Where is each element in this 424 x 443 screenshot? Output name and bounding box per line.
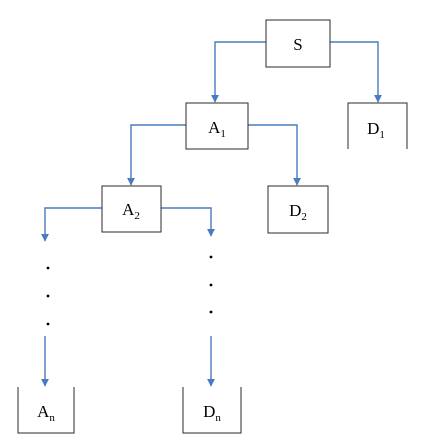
node-a2-label: A2 xyxy=(122,200,140,222)
node-s: S xyxy=(265,19,331,68)
node-a2: A2 xyxy=(101,185,162,233)
ellipsis-dots-left xyxy=(46,266,50,326)
node-dn: Dn xyxy=(182,387,242,434)
node-d2-label: D2 xyxy=(289,201,307,223)
connector-s-to-d1 xyxy=(330,41,382,103)
connector-s-to-a1 xyxy=(211,41,266,103)
connector-a1-to-d2 xyxy=(248,124,301,186)
connector-a2-to-a-branch xyxy=(41,207,102,242)
node-s-label: S xyxy=(293,35,302,54)
node-an-label: An xyxy=(37,402,55,424)
node-d2: D2 xyxy=(267,185,329,234)
connectors xyxy=(41,41,382,387)
node-a1: A1 xyxy=(185,102,249,150)
node-dn-label: Dn xyxy=(203,402,221,424)
node-a1-label: A1 xyxy=(208,118,226,140)
node-d1: D1 xyxy=(347,102,408,149)
connector-a1-to-a2 xyxy=(127,124,186,186)
connector-a2-to-d-branch xyxy=(161,207,215,237)
node-d1-label: D1 xyxy=(367,119,385,141)
ellipsis-dots-right xyxy=(209,255,213,314)
node-an: An xyxy=(17,387,75,434)
